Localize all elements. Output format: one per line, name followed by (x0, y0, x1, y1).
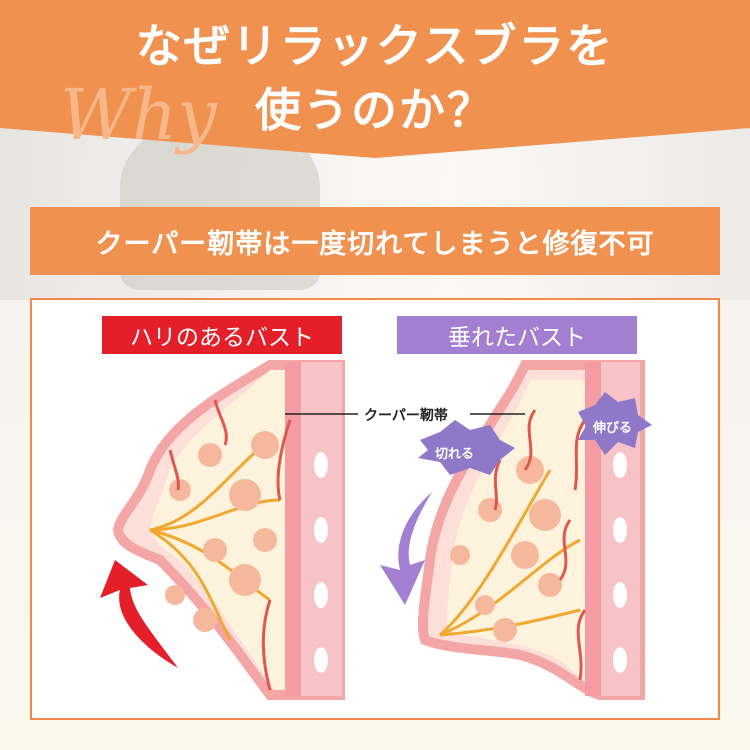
cut-badge-label: 切れる (435, 447, 475, 462)
header-banner (0, 0, 750, 158)
firm-bust-label: ハリのあるバスト (102, 316, 342, 354)
cut-badge-icon (418, 420, 515, 475)
stretch-badge-label: 伸びる (593, 421, 633, 436)
stretch-badge-icon (578, 392, 652, 455)
subtitle-bar: クーパー靭帯は一度切れてしまうと修復不可 (30, 207, 720, 275)
sagging-breast-illustration (380, 360, 652, 700)
title-line-1: なぜリラックスブラを (135, 19, 615, 73)
title-line-2: 使うのか？ (255, 83, 495, 137)
ligament-label: クーパー靭帯 (364, 408, 448, 424)
down-arrow-icon (380, 492, 432, 605)
sagging-bust-label: 垂れたバスト (397, 316, 637, 354)
watermark: Why (60, 74, 217, 156)
firm-breast-illustration (100, 360, 345, 700)
page-title: なぜリラックスブラを使うのか？ (0, 14, 750, 142)
up-arrow-icon (100, 560, 178, 668)
